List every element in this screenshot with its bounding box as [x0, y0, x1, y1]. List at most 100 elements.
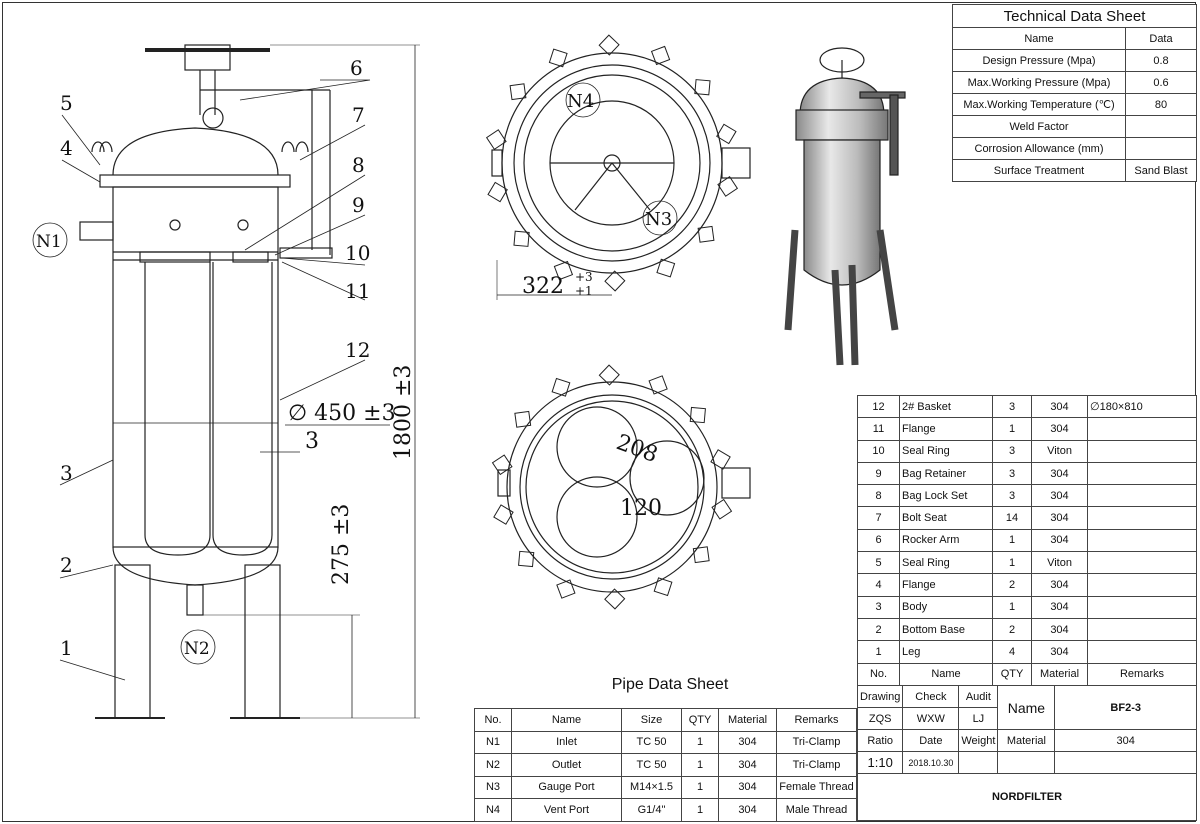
bolt-seat — [598, 34, 620, 56]
table-row: Max.Working Pressure (Mpa)0.6 — [952, 71, 1197, 94]
leg-left — [114, 564, 151, 719]
table-cell: 2 — [992, 617, 1032, 642]
table-cell: 0.8 — [1125, 49, 1197, 72]
material-value: 304 — [1054, 729, 1197, 752]
nozzle-label-n4: N4 — [567, 91, 594, 112]
table-cell: 304 — [718, 753, 777, 777]
table-cell: 304 — [1031, 640, 1088, 664]
table-cell: 4 — [992, 640, 1032, 664]
table-cell: Weld Factor — [952, 115, 1126, 138]
bolt-seat — [710, 449, 731, 470]
callout-6: 6 — [350, 56, 363, 80]
flange-dimension: 322 — [522, 274, 564, 299]
front-view: 1 2 3 4 5 6 7 8 9 10 11 12 N1 N2 ∅ 450 ±… — [32, 44, 420, 719]
header-no: No. — [857, 662, 900, 686]
table-row: Design Pressure (Mpa)0.8 — [952, 49, 1197, 72]
table-cell: 304 — [1031, 394, 1088, 419]
table-cell: 304 — [1031, 528, 1088, 553]
bolt-seat — [485, 129, 507, 150]
table-cell — [1087, 506, 1197, 530]
diameter-dimension: ∅ 450 ±3 — [288, 401, 396, 426]
table-cell: 14 — [992, 506, 1032, 530]
table-cell: 2 — [857, 617, 900, 642]
top-view — [491, 52, 751, 300]
callout-12: 12 — [345, 338, 370, 362]
table-cell: N4 — [474, 798, 512, 822]
vessel-body — [112, 186, 279, 548]
table-row: Corrosion Allowance (mm) — [952, 137, 1197, 160]
table-cell: Gauge Port — [511, 775, 622, 799]
table-cell: 304 — [1031, 417, 1088, 441]
table-cell: Tri-Clamp — [776, 753, 857, 777]
flange-tolerance-lower: +1 — [575, 284, 593, 298]
table-cell: 6 — [857, 528, 900, 553]
table-cell — [1125, 137, 1197, 160]
table-cell: 1 — [681, 753, 719, 777]
check-label: Check — [902, 685, 960, 708]
table-cell: N2 — [474, 753, 512, 777]
table-cell: 7 — [857, 506, 900, 530]
header-name: Name — [511, 708, 622, 732]
table-cell: 80 — [1125, 93, 1197, 116]
table-cell: Sand Blast — [1125, 159, 1197, 182]
bolt-seat — [648, 375, 668, 395]
leg-dimension: 275 ±3 — [329, 504, 354, 585]
table-cell: 1 — [992, 417, 1032, 441]
parts-header: No. Name QTY Material Remarks — [857, 662, 1197, 686]
table-cell — [1087, 573, 1197, 597]
table-cell: Max.Working Temperature (℃) — [952, 93, 1126, 116]
table-cell: Max.Working Pressure (Mpa) — [952, 71, 1126, 94]
table-cell: 1 — [681, 730, 719, 754]
top-dome — [112, 127, 279, 176]
table-cell: 304 — [1031, 484, 1088, 508]
table-cell: 2 — [992, 573, 1032, 597]
audit-value: LJ — [958, 707, 999, 730]
check-value: WXW — [902, 707, 960, 730]
callout-8: 8 — [352, 153, 365, 177]
nozzle-label-n1: N1 — [36, 232, 62, 252]
header-qty: QTY — [681, 708, 719, 732]
bolt-seat — [697, 225, 715, 243]
table-cell: TC 50 — [621, 730, 682, 754]
bolt-seat — [711, 498, 733, 520]
table-cell: Corrosion Allowance (mm) — [952, 137, 1126, 160]
table-cell: 0.6 — [1125, 71, 1197, 94]
table-cell: 2# Basket — [899, 394, 993, 419]
drawing-label: Drawing — [856, 685, 904, 708]
table-cell — [1087, 595, 1197, 619]
table-cell: 1 — [992, 551, 1032, 575]
table-cell: Seal Ring — [899, 439, 993, 463]
audit-label: Audit — [958, 685, 999, 708]
bolt-seat — [692, 546, 710, 564]
table-cell: Body — [899, 595, 993, 619]
bolt-seat — [513, 230, 530, 247]
table-cell: Outlet — [511, 753, 622, 777]
header-no: No. — [474, 708, 512, 732]
callout-5: 5 — [60, 91, 73, 115]
date-value: 2018.10.30 — [902, 751, 960, 774]
bolt-seat — [556, 579, 576, 599]
callout-3: 3 — [60, 461, 73, 485]
table-cell: 10 — [857, 439, 900, 463]
table-cell: Male Thread — [776, 798, 857, 822]
bolt-seat — [598, 364, 620, 386]
header-material: Material — [718, 708, 777, 732]
table-cell: Bag Lock Set — [899, 484, 993, 508]
isometric-view — [784, 47, 906, 366]
table-cell: Viton — [1031, 439, 1088, 463]
table-cell: N1 — [474, 730, 512, 754]
title-block: Drawing Check Audit Name BF2-3 ZQS WXW L… — [856, 685, 1197, 821]
weight-label: Weight — [958, 729, 999, 752]
wall-dimension: 3 — [305, 429, 319, 454]
table-cell: 8 — [857, 484, 900, 508]
table-cell — [1125, 115, 1197, 138]
